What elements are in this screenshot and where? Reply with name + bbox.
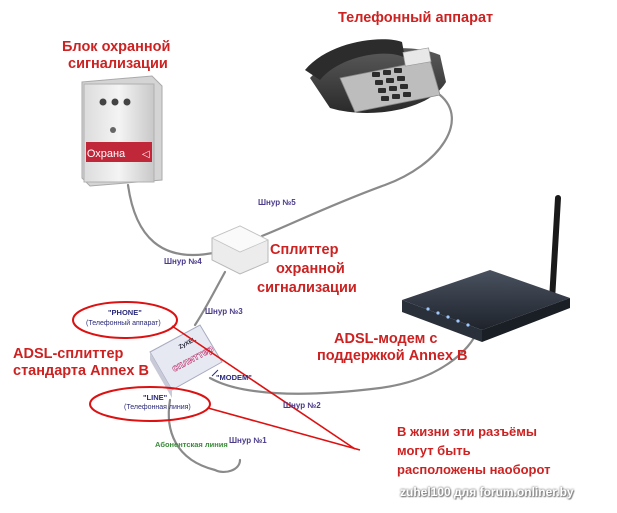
modem-port-marker — [211, 369, 219, 377]
phone-screen — [402, 47, 432, 67]
modem-port-name: "MODEM" — [216, 373, 252, 382]
line-port-name: "LINE" — [143, 393, 168, 402]
cable-splitter-to-adsl — [193, 270, 227, 327]
cord-label-1: Шнур №1 — [229, 436, 267, 445]
alarm-splitter-line-1: Сплиттер — [270, 242, 339, 258]
cable-line — [167, 398, 242, 474]
telephone — [305, 39, 446, 113]
cable-alarm-to-splitter — [126, 183, 220, 257]
alarm-display — [86, 142, 152, 162]
cord-label-4: Шнур №4 — [164, 257, 202, 266]
watermark: zuhel100 для forum.onliner.by — [400, 485, 574, 499]
alarm-splitter-line-2: охранной — [276, 261, 345, 277]
modem-title-line-1: ADSL-модем с — [334, 331, 438, 347]
note-line-1: В жизни эти разъёмы — [397, 424, 537, 439]
alarm-panel: Охрана ◁ — [81, 75, 163, 187]
modem-leds — [426, 307, 470, 327]
callout-line-line — [207, 407, 361, 451]
adsl-modem — [402, 195, 570, 342]
cable-adsl-to-modem — [208, 328, 480, 395]
subscriber-line-label: Абонентская линия — [155, 440, 228, 449]
alarm-title-line-2: сигнализации — [68, 56, 168, 72]
callout-line-phone — [171, 325, 356, 450]
cord-label-3: Шнур №3 — [205, 307, 243, 316]
line-port-callout — [89, 386, 211, 422]
cables — [126, 93, 480, 474]
modem-antenna — [549, 195, 561, 303]
alarm-title-line-1: Блок охранной — [62, 39, 171, 55]
alarm-splitter-line-3: сигнализации — [257, 280, 357, 296]
cord-label-5: Шнур №5 — [258, 198, 296, 207]
alarm-led-1 — [99, 98, 107, 106]
note-line-2: могут быть — [397, 443, 471, 458]
line-port-desc: (Телефонная линия) — [124, 404, 191, 411]
alarm-led-4 — [110, 127, 116, 133]
adsl-splitter-line-1: ADSL-сплиттер — [13, 346, 124, 362]
alarm-led-2 — [111, 98, 119, 106]
alarm-led-3 — [123, 98, 131, 106]
callout-lines — [171, 325, 361, 451]
note-line-3: расположены наоборот — [397, 462, 551, 477]
modem-title-line-2: поддержкой Annex B — [317, 348, 468, 364]
phone-title: Телефонный аппарат — [338, 10, 494, 26]
phone-port-name: "PHONE" — [108, 308, 142, 317]
phone-port-desc: (Телефонный аппарат) — [86, 320, 161, 327]
cable-phone-to-splitter — [260, 93, 453, 238]
cord-label-2: Шнур №2 — [283, 401, 321, 410]
alarm-display-icon: ◁ — [142, 149, 150, 160]
phone-port-callout — [72, 301, 178, 339]
alarm-splitter-box — [211, 225, 269, 275]
adsl-splitter-line-2: стандарта Annex B — [13, 363, 149, 379]
adsl-splitter-device: ZyXEL сплиттер — [149, 324, 223, 398]
alarm-display-text: Охрана — [87, 148, 126, 160]
phone-keypad — [372, 68, 411, 101]
